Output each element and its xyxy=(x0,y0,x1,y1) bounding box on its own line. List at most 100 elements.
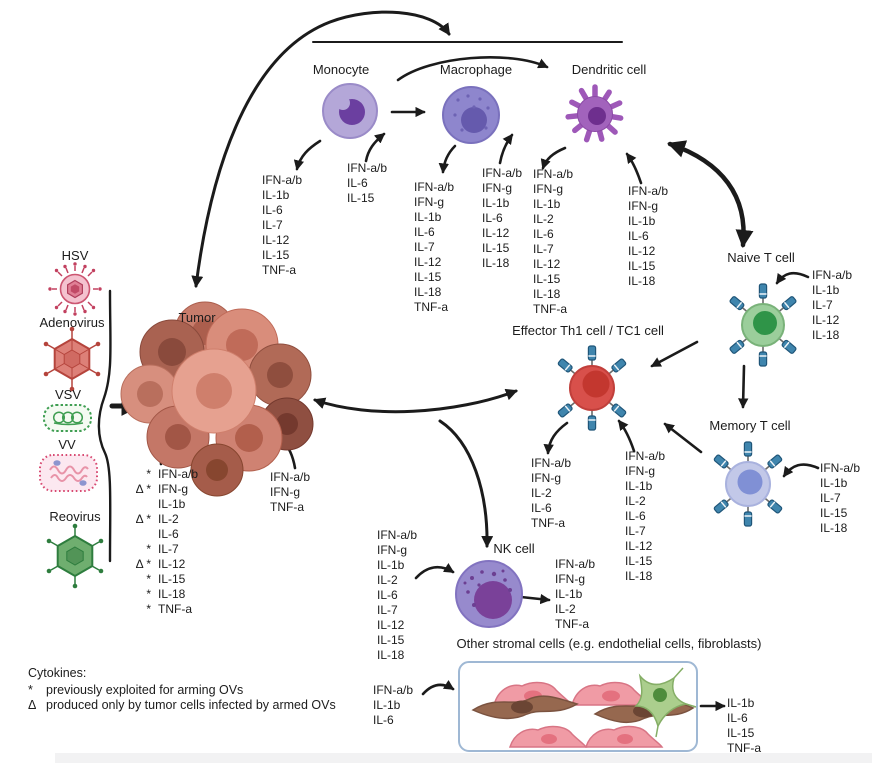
cytokine-item: IL-18 xyxy=(377,648,405,662)
cytokine-item: *IL-18 xyxy=(126,587,198,602)
cytokine-item: IL-15 xyxy=(628,259,656,273)
cytokine-item: IFN-g xyxy=(555,572,585,586)
cytokine-item: IL-6 xyxy=(126,527,198,542)
cytokine-item: IL-2 xyxy=(531,486,552,500)
cytokine-item: TNF-a xyxy=(555,617,589,631)
stellate-cell xyxy=(634,667,697,738)
reovirus-icon xyxy=(46,523,104,589)
cytokine-item: IL-1b xyxy=(482,196,510,210)
cytokine-item: IL-6 xyxy=(628,229,649,243)
cytokine-item: *IFN-a/b xyxy=(126,467,198,482)
cytokine-item: IL-7 xyxy=(533,242,554,256)
cytokine-item: TNF-a xyxy=(262,263,296,277)
cytokine-item: IL-7 xyxy=(262,218,283,232)
arrow-dendritic-naive-double xyxy=(667,140,754,248)
arrow-to-nk xyxy=(438,419,494,548)
cytokine-item: TNF-a xyxy=(414,300,448,314)
cytokine-item: IFN-a/b xyxy=(270,470,311,484)
cytokine-item: *IL-15 xyxy=(126,572,198,587)
naive-t-cell xyxy=(728,283,798,367)
cytokine-item: IFN-g xyxy=(270,485,300,499)
monocyte-cell xyxy=(322,83,378,139)
cytokine-item: IL-12 xyxy=(812,313,840,327)
item-text: TNF-a xyxy=(158,602,192,616)
cytokine-item: IL-2 xyxy=(555,602,576,616)
arrow-dendritic-input xyxy=(625,152,643,185)
vv-virus-icon xyxy=(39,454,98,492)
memory-t-cell xyxy=(712,441,784,527)
adenovirus-icon xyxy=(43,326,101,392)
cytokine-item: IL-1b xyxy=(377,558,405,572)
cytokine-item: IL-18 xyxy=(812,328,840,342)
cytokine-item: IL-15 xyxy=(727,726,755,740)
cytokine-item: IL-7 xyxy=(377,603,398,617)
cytokine-item: IL-1b xyxy=(533,197,561,211)
arrow-dendritic-output xyxy=(540,146,567,170)
cytokine-item: IL-7 xyxy=(414,240,435,254)
cytokine-item: IL-6 xyxy=(531,501,552,515)
cytokine-item: Δ *IL-2 xyxy=(126,512,198,527)
monocyte-label: Monocyte xyxy=(312,62,370,77)
arrow-tumor-effector-double xyxy=(313,388,518,414)
item-marker: * xyxy=(146,542,151,556)
arrow-memory-to-effector xyxy=(663,422,703,454)
cytokine-item: IL-6 xyxy=(625,509,646,523)
item-text: IL-12 xyxy=(158,557,186,571)
stromal-label: Other stromal cells (e.g. endothelial ce… xyxy=(456,636,762,651)
cytokine-item: *previously exploited for arming OVs xyxy=(28,683,336,699)
reovirus-label: Reovirus xyxy=(49,509,101,524)
cytokine-item: TNF-a xyxy=(533,302,567,316)
item-marker: * xyxy=(146,467,151,481)
nk-cell xyxy=(455,560,523,628)
cytokine-item: IL-2 xyxy=(377,573,398,587)
cytokine-item: IL-12 xyxy=(414,255,442,269)
cytokine-item: IFN-a/b xyxy=(812,268,853,282)
dendritic-cell xyxy=(565,84,624,143)
cytokine-item: IL-1b xyxy=(262,188,290,202)
cytokine-item: IL-2 xyxy=(625,494,646,508)
item-marker: Δ xyxy=(28,698,37,712)
arrow-nk-input xyxy=(414,563,455,580)
item-marker: * xyxy=(28,682,33,697)
dendritic-label: Dendritic cell xyxy=(571,62,647,77)
cytokine-item: IFN-g xyxy=(414,195,444,209)
cytokine-item: IL-18 xyxy=(628,274,656,288)
item-marker: * xyxy=(146,602,151,616)
tumor-cell-cluster xyxy=(120,301,314,497)
cytokine-item: IL-15 xyxy=(347,191,375,205)
memory-t-label: Memory T cell xyxy=(709,418,791,433)
cytokine-item: IFN-a/b xyxy=(347,161,388,175)
cytokine-item: IL-1b xyxy=(555,587,583,601)
naive-t-label: Naive T cell xyxy=(727,250,795,265)
cytokine-item: IL-15 xyxy=(414,270,442,284)
cytokine-item: IFN-g xyxy=(531,471,561,485)
virus-brace xyxy=(97,289,112,563)
cytokine-item: IL-18 xyxy=(533,287,561,301)
cytokine-item: IFN-a/b xyxy=(482,166,523,180)
cytokine-item: IL-12 xyxy=(628,244,656,258)
vv-label: VV xyxy=(58,437,76,452)
arrow-naive-to-memory xyxy=(738,364,749,409)
cytokine-item: IFN-a/b xyxy=(625,449,666,463)
cytokine-item: IL-12 xyxy=(377,618,405,632)
cytokine-item: IL-15 xyxy=(377,633,405,647)
cytokine-item: IL-6 xyxy=(482,211,503,225)
arrow-monocyte-to-dendritic xyxy=(396,56,549,82)
cytokine-item: IL-12 xyxy=(533,257,561,271)
cytokine-item: * TNF-a xyxy=(126,602,198,617)
cytokine-item: IL-15 xyxy=(820,506,848,520)
cytokine-item: IFN-g xyxy=(533,182,563,196)
